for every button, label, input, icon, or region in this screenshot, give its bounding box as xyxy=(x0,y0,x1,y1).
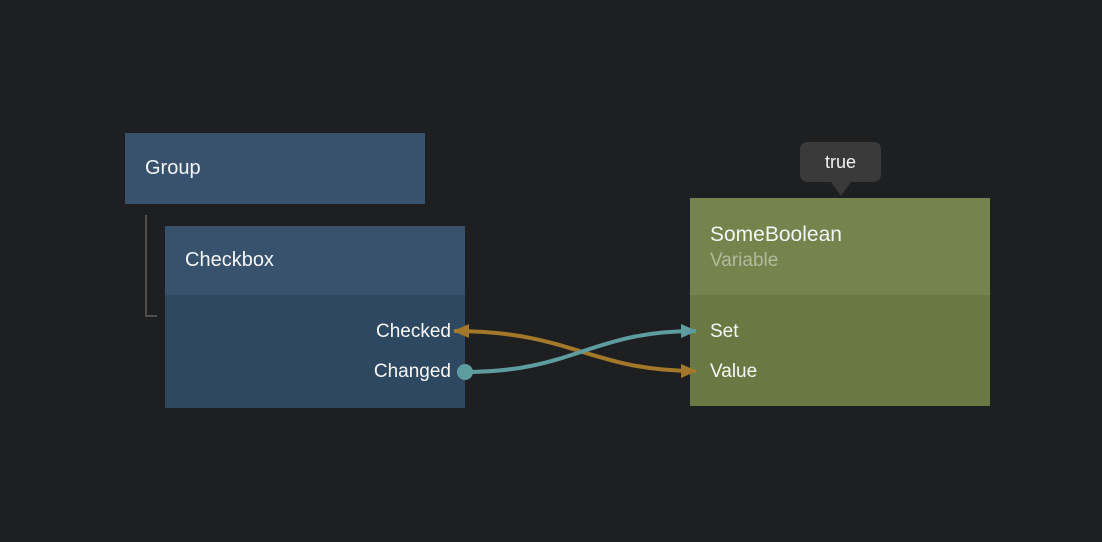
checkbox-node-body: Checked Changed xyxy=(165,295,465,408)
someboolean-node-body: Set Value xyxy=(690,295,990,406)
port-value[interactable]: Value xyxy=(690,352,990,392)
checkbox-node-title: Checkbox xyxy=(185,249,274,271)
tooltip-text: true xyxy=(824,151,857,172)
group-node-title: Group xyxy=(145,157,201,179)
someboolean-node-title: SomeBoolean xyxy=(710,223,842,246)
port-set[interactable]: Set xyxy=(690,312,990,352)
wire-changed-to-set[interactable] xyxy=(464,324,697,374)
port-set-label: Set xyxy=(710,321,739,342)
node-group[interactable]: Group xyxy=(125,133,425,204)
node-checkbox[interactable]: Checkbox Checked Changed xyxy=(165,226,465,408)
checkbox-node-header[interactable]: Checkbox xyxy=(165,226,465,295)
node-someboolean[interactable]: SomeBoolean Variable Set Value xyxy=(690,198,990,406)
port-changed-label: Changed xyxy=(373,361,451,382)
value-tooltip: true xyxy=(800,142,881,196)
someboolean-node-header[interactable]: SomeBoolean Variable xyxy=(690,198,990,295)
port-value-label: Value xyxy=(710,361,758,382)
hierarchy-connector-line xyxy=(145,215,157,317)
wire-value-to-checked[interactable] xyxy=(453,324,697,378)
port-changed[interactable]: Changed xyxy=(165,352,465,392)
someboolean-node-subtitle: Variable xyxy=(710,250,779,271)
port-checked-label: Checked xyxy=(376,321,451,342)
port-checked[interactable]: Checked xyxy=(165,312,465,352)
